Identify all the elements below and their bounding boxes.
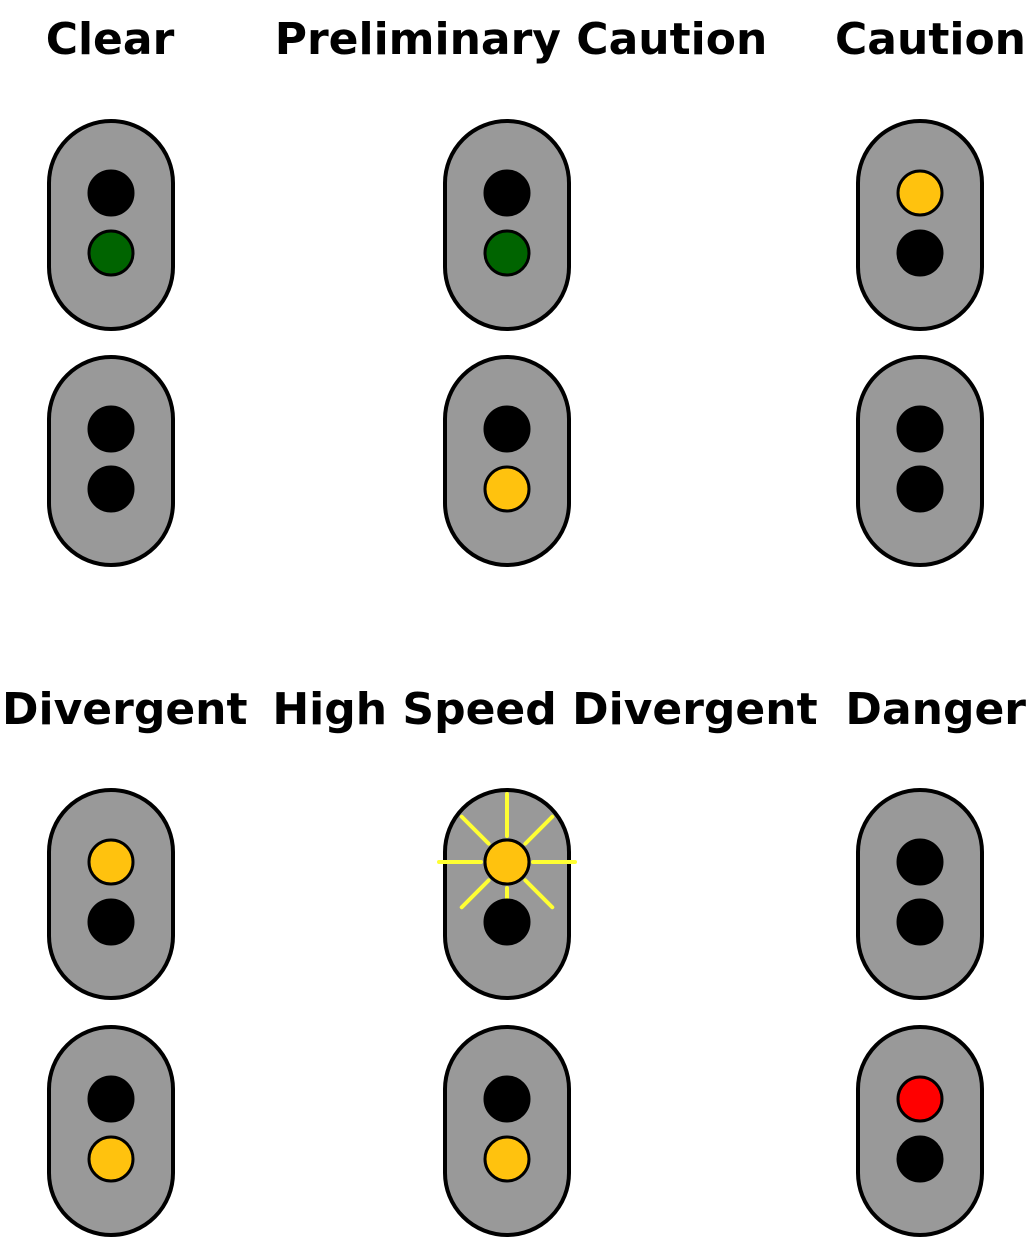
signal-lamp-off <box>896 898 944 946</box>
signal-lamp-off <box>483 169 531 217</box>
signal-divergent-head-1 <box>47 788 175 1000</box>
signal-preliminary-caution-head-2 <box>443 355 571 567</box>
signal-head-housing <box>47 788 175 1000</box>
signal-lamp-yellow <box>87 838 135 886</box>
signal-lamp-off <box>896 838 944 886</box>
signal-caution-head-1 <box>856 119 984 331</box>
signal-head-housing <box>856 1025 984 1237</box>
flash-ray <box>523 878 555 910</box>
signal-lamp-off <box>896 1135 944 1183</box>
signal-lamp-off <box>87 898 135 946</box>
signal-lamp-off <box>87 465 135 513</box>
signal-clear-head-1 <box>47 119 175 331</box>
aspect-title-caution: Caution <box>835 14 1026 65</box>
signal-head-housing <box>856 355 984 567</box>
signal-lamp-green <box>483 229 531 277</box>
aspect-title-clear: Clear <box>46 14 175 65</box>
signal-lamp-off <box>87 169 135 217</box>
signal-lamp-off <box>896 465 944 513</box>
signal-head-housing <box>443 355 571 567</box>
signal-danger-head-1 <box>856 788 984 1000</box>
signal-lamp-off <box>483 898 531 946</box>
signal-lamp-off <box>483 405 531 453</box>
signal-lamp-off <box>87 1075 135 1123</box>
aspect-title-danger: Danger <box>845 684 1026 735</box>
signal-head-housing <box>856 119 984 331</box>
signal-clear-head-2 <box>47 355 175 567</box>
aspect-title-high-speed-divergent: High Speed Divergent <box>272 684 817 735</box>
signal-heads-layer <box>47 119 984 1237</box>
signal-head-housing <box>47 1025 175 1237</box>
signal-head-housing <box>47 355 175 567</box>
signal-head-housing <box>47 119 175 331</box>
signal-danger-head-2 <box>856 1025 984 1237</box>
signal-lamp-yellow <box>483 1135 531 1183</box>
signal-lamp-off <box>896 405 944 453</box>
aspect-title-preliminary-caution: Preliminary Caution <box>275 14 768 65</box>
signal-caution-head-2 <box>856 355 984 567</box>
signal-lamp-yellow-flashing <box>483 838 531 886</box>
flash-ray <box>459 814 491 846</box>
signal-lamp-yellow <box>896 169 944 217</box>
signal-head-housing <box>443 1025 571 1237</box>
signal-divergent-head-2 <box>47 1025 175 1237</box>
signal-head-housing <box>443 119 571 331</box>
signal-preliminary-caution-head-1 <box>443 119 571 331</box>
signal-lamp-red <box>896 1075 944 1123</box>
flash-ray <box>459 878 491 910</box>
signal-high-speed-divergent-head-2 <box>443 1025 571 1237</box>
signal-head-housing <box>856 788 984 1000</box>
signal-lamp-yellow <box>483 465 531 513</box>
signal-lamp-off <box>896 229 944 277</box>
signal-lamp-yellow <box>87 1135 135 1183</box>
signal-lamp-off <box>87 405 135 453</box>
aspect-title-divergent: Divergent <box>2 684 248 735</box>
signal-high-speed-divergent-head-1 <box>437 788 577 1000</box>
signal-lamp-green <box>87 229 135 277</box>
signal-lamp-off <box>483 1075 531 1123</box>
flash-ray <box>523 814 555 846</box>
